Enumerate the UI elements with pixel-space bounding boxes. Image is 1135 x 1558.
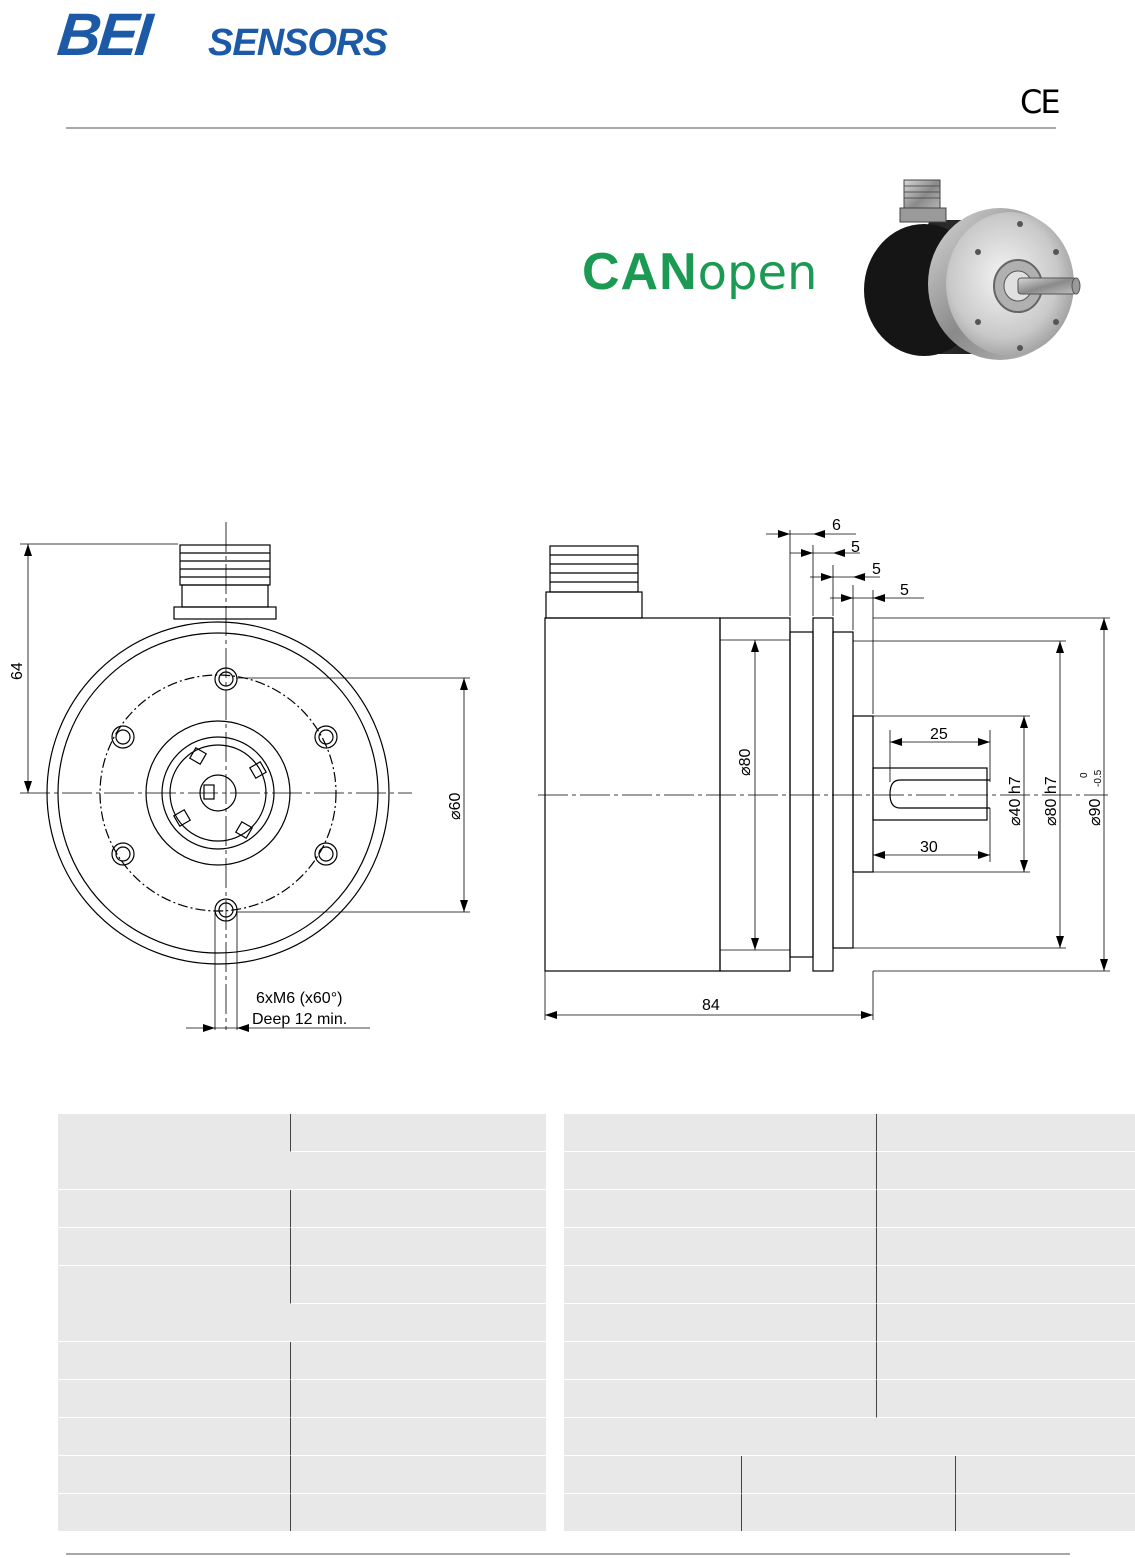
bei-sensors-logo: BEI SENSORS <box>54 1 428 68</box>
shaft-dia-label: ⌀40 h7 <box>1007 776 1024 826</box>
logo-sensors-text: SENSORS <box>208 22 388 64</box>
dim-60-label: ⌀60 <box>447 792 464 820</box>
body-dia-label: ⌀80 <box>737 748 754 776</box>
spec-table-right <box>564 1114 1135 1531</box>
spigot-dia-label: ⌀80 h7 <box>1043 776 1060 826</box>
thread-note-line2: Deep 12 min. <box>252 1011 347 1028</box>
canopen-logo: CANopen <box>582 243 818 301</box>
shaft-flat-length-label: 25 <box>930 726 948 743</box>
logo-bei-text: BEI <box>54 1 153 68</box>
dim-5a-label: 5 <box>851 539 860 556</box>
encoder-photo <box>864 179 1081 360</box>
spec-table-left <box>58 1114 546 1531</box>
dim-5b-label: 5 <box>872 561 881 578</box>
flange-tol-upper: 0 <box>1079 772 1090 778</box>
dim-64-label: 64 <box>9 662 26 680</box>
header-rule <box>66 127 1056 129</box>
thread-note-line1: 6xM6 (x60°) <box>256 990 342 1007</box>
overall-length-label: 84 <box>702 997 720 1014</box>
flange-dia-label: ⌀90 <box>1087 798 1104 826</box>
dim-6-label: 6 <box>832 517 841 534</box>
front-view <box>20 522 470 1030</box>
footer-rule <box>66 1553 1070 1555</box>
side-view <box>538 530 1110 1020</box>
dim-5c-label: 5 <box>900 582 909 599</box>
ce-mark: CE <box>1020 83 1061 121</box>
shaft-length-label: 30 <box>920 839 938 856</box>
dimension-drawing: 64 ⌀60 6xM6 (x60°) Deep 12 min. 6 5 5 5 … <box>9 517 1110 1032</box>
flange-tol-lower: -0.5 <box>1093 769 1104 787</box>
